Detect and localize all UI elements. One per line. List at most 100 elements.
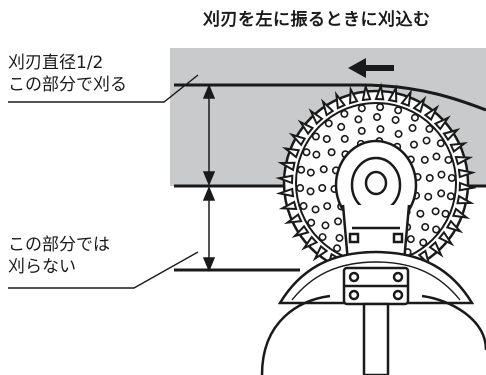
blade-tooth — [301, 235, 319, 251]
blade-hole — [441, 209, 450, 218]
non-cutting-zone-label: この部分では 刈らない — [8, 234, 110, 278]
blade-tooth — [291, 224, 310, 238]
cutting-zone-label: 刈刃直径1/2 この部分で刈る — [8, 52, 127, 96]
blade-hole — [311, 205, 320, 214]
blade-tooth — [334, 90, 347, 110]
blade-hole — [376, 103, 385, 112]
blade-hole — [306, 187, 315, 196]
cutting-zone-label-line1: 刈刃直径1/2 — [8, 53, 104, 73]
leader-line-upper — [8, 74, 199, 103]
blade-hole — [408, 124, 417, 133]
motor-housing — [260, 294, 486, 375]
blade-tooth — [433, 115, 451, 131]
blade-tooth — [449, 141, 469, 154]
blade-hole — [425, 174, 434, 183]
blade-tooth — [451, 207, 471, 220]
blade-hole — [422, 136, 431, 145]
blade-hole — [446, 192, 455, 201]
blade-hole — [311, 132, 320, 141]
blade-tooth — [437, 230, 455, 247]
cut-boundary-upper — [174, 83, 486, 112]
shaft-clamp — [342, 266, 410, 306]
blade-hole — [307, 218, 316, 227]
blade-tooth — [308, 108, 324, 126]
blade-hole — [394, 106, 403, 115]
blade-tooth — [281, 146, 301, 159]
leader-line-lower — [8, 251, 199, 289]
blade-tooth — [428, 240, 444, 258]
blade-tooth — [374, 82, 385, 101]
blade-hole — [302, 148, 311, 157]
blade-hole — [312, 150, 321, 159]
blade-hole — [306, 168, 315, 177]
blade-hole — [299, 202, 308, 211]
blade-tooth — [288, 132, 307, 147]
blade-hole — [447, 173, 456, 182]
blade-hole — [337, 122, 346, 131]
blade-tooth — [348, 85, 359, 105]
blade-hole — [406, 235, 415, 244]
blade-hole — [432, 152, 441, 161]
cutting-zone-label-line2: この部分で刈る — [8, 75, 127, 95]
blade-hole — [357, 104, 366, 113]
blade-tooth — [458, 181, 477, 192]
blade-hole — [376, 125, 385, 134]
blade-hole — [424, 192, 433, 201]
blade-hole — [436, 139, 445, 148]
blade-hole — [335, 233, 344, 242]
blade-hole — [354, 115, 363, 124]
blade-hole — [391, 115, 400, 124]
cut-height-dimension — [202, 84, 216, 186]
blade-tooth — [297, 119, 315, 136]
left-arrow-icon — [348, 58, 394, 78]
blade-tooth — [278, 200, 298, 211]
blade-hole — [333, 244, 342, 253]
blade-hole — [419, 238, 428, 247]
blade-hole — [322, 135, 331, 144]
blade-hole — [323, 202, 332, 211]
shaft — [362, 302, 390, 375]
blade-hole — [324, 119, 333, 128]
blade-hole — [334, 217, 343, 226]
blade-hole — [357, 126, 366, 135]
blade-hole — [340, 109, 349, 118]
blade-tooth — [445, 219, 464, 234]
blade-tooth — [275, 174, 294, 185]
blade-tooth — [283, 212, 303, 225]
blade-hole — [321, 221, 330, 230]
blade-hole — [444, 155, 453, 164]
blade-tooth — [277, 161, 296, 172]
diagram-title: 刈刃を左に振るときに刈込む — [203, 10, 431, 30]
blade-hole — [431, 207, 440, 216]
blade-tooth — [361, 82, 372, 102]
blade-tooth — [387, 84, 398, 103]
blade-hole — [340, 134, 349, 143]
blade-hole — [420, 155, 429, 164]
blade-tooth — [456, 194, 475, 205]
blade-hole — [432, 225, 441, 234]
blade-hole — [409, 140, 418, 149]
blade-hole — [410, 113, 419, 122]
blade-hole — [373, 113, 382, 122]
blade-hole — [437, 170, 446, 179]
blade-hole — [318, 233, 327, 242]
blade-tooth — [457, 168, 477, 179]
non-cutting-zone-label-line2: 刈らない — [8, 257, 76, 277]
blade-hole — [327, 148, 336, 157]
blade-hole — [394, 129, 403, 138]
blade-hole — [297, 165, 306, 174]
blade-tooth — [321, 98, 335, 117]
blade-tooth — [423, 104, 440, 122]
blade-tooth — [312, 244, 329, 262]
blade-hole — [437, 189, 446, 198]
blade-hole — [318, 183, 327, 192]
blade-tooth — [412, 95, 427, 114]
blade-tooth — [454, 155, 474, 166]
blade-hole — [416, 209, 425, 218]
non-cutting-zone-label-line1: この部分では — [8, 235, 110, 255]
blade-hole — [296, 184, 305, 193]
blade-tooth — [400, 88, 413, 108]
blade-hole — [425, 124, 434, 133]
blade-tooth — [275, 187, 295, 198]
